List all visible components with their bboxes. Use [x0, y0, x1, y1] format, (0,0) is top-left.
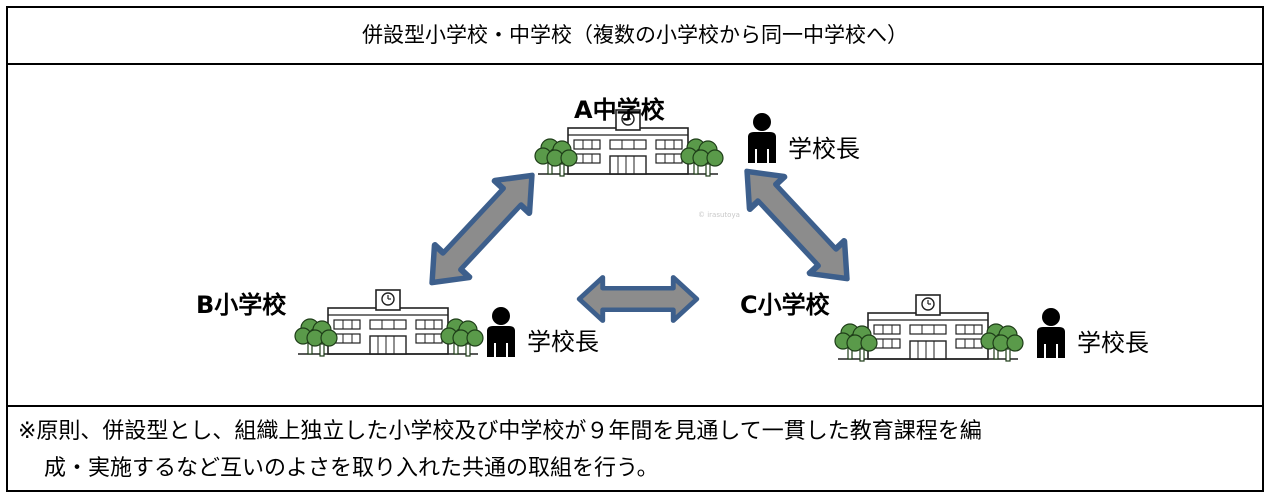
arrow-a-c-double-arrow-icon — [730, 155, 865, 295]
arrow-b-c-double-arrow-icon — [579, 277, 697, 320]
diagram-area: © irasutoya A中学校 B小学校 C小学校 学校長 学校長 学校長 — [8, 65, 1262, 405]
principal-b-label: 学校長 — [527, 328, 599, 356]
diagram-svg: © irasutoya — [8, 65, 1065, 405]
principal-b-person-icon — [487, 307, 515, 357]
school-c-label: C小学校 — [740, 291, 830, 319]
diagram-frame: 併設型小学校・中学校（複数の小学校から同一中学校へ） — [6, 6, 1264, 492]
principal-c-label: 学校長 — [1077, 329, 1149, 357]
school-b-label: B小学校 — [196, 291, 287, 319]
page-title: 併設型小学校・中学校（複数の小学校から同一中学校へ） — [8, 8, 1262, 65]
school-b-building-icon — [295, 290, 483, 356]
principal-c-person-icon — [1037, 308, 1065, 358]
school-c-building-icon — [835, 295, 1023, 361]
note-line-1: ※原則、併設型とし、組織上独立した小学校及び中学校が９年間を見通して一貫した教育… — [18, 419, 982, 444]
note-text: ※原則、併設型とし、組織上独立した小学校及び中学校が９年間を見通して一貫した教育… — [8, 405, 1262, 492]
principal-a-person-icon — [748, 113, 776, 163]
principal-a-label: 学校長 — [788, 135, 860, 163]
arrow-a-b-double-arrow-icon — [415, 159, 550, 299]
school-a-label: A中学校 — [574, 96, 665, 124]
watermark: © irasutoya — [698, 211, 740, 219]
note-line-2: 成・実施するなど互いのよさを取り入れた共通の取組を行う。 — [44, 456, 659, 481]
